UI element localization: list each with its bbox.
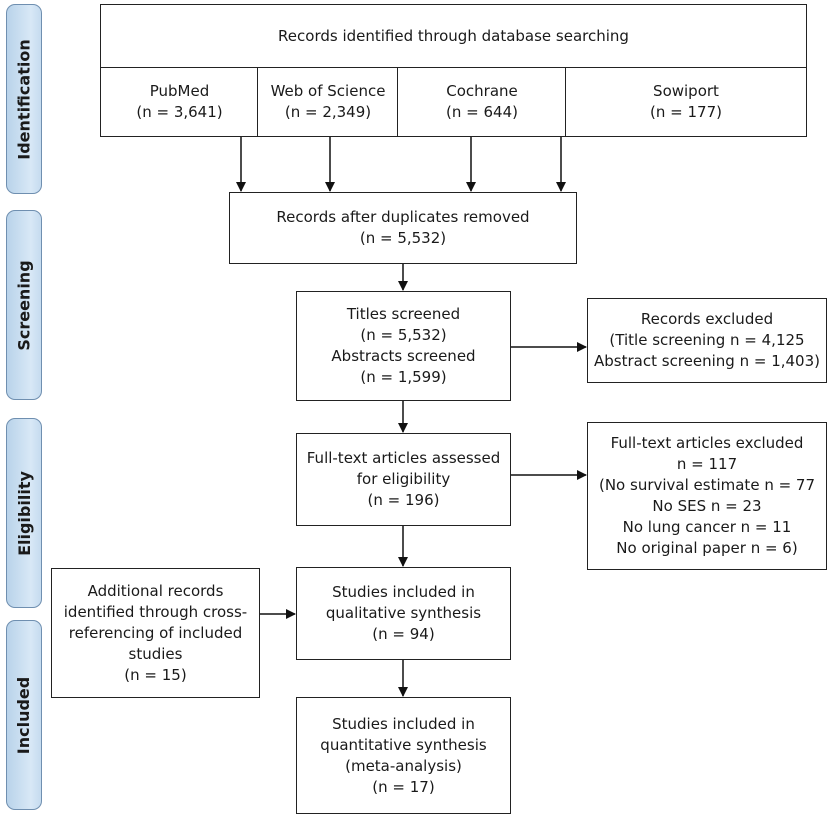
quantitative-synthesis-box: Studies included in quantitative synthes… bbox=[296, 697, 511, 814]
additional-text-4: studies bbox=[128, 644, 183, 663]
no-original-paper: No original paper n = 6) bbox=[616, 539, 798, 557]
identification-header: Records identified through database sear… bbox=[278, 27, 629, 45]
source-count: (n = 177) bbox=[650, 103, 722, 121]
additional-text-3: referencing of included bbox=[68, 623, 243, 642]
additional-records-box: Additional records identified through cr… bbox=[51, 568, 260, 698]
source-box-cochrane: Cochrane (n = 644) bbox=[397, 67, 567, 137]
quantitative-text-2: quantitative synthesis bbox=[320, 735, 487, 754]
stage-included: Included bbox=[6, 620, 42, 810]
additional-text-2: identified through cross- bbox=[63, 602, 248, 621]
source-count: (n = 2,349) bbox=[284, 103, 372, 121]
source-box-web-of-science: Web of Science (n = 2,349) bbox=[257, 67, 399, 137]
fulltext-count: (n = 196) bbox=[367, 491, 440, 509]
no-lung-cancer: No lung cancer n = 11 bbox=[622, 518, 792, 536]
fulltext-text-1: Full-text articles assessed bbox=[306, 449, 501, 467]
fulltext-excluded-count: n = 117 bbox=[676, 455, 738, 473]
additional-text-1: Additional records bbox=[87, 581, 224, 600]
title-screening-excluded: (Title screening n = 4,125 bbox=[609, 331, 805, 349]
screened-box: Titles screened (n = 5,532) Abstracts sc… bbox=[296, 291, 511, 401]
source-name: Web of Science bbox=[270, 82, 386, 100]
fulltext-excluded-box: Full-text articles excluded n = 117 (No … bbox=[587, 422, 827, 570]
records-excluded-title: Records excluded bbox=[640, 310, 774, 328]
quantitative-text-3: (meta-analysis) bbox=[345, 756, 462, 775]
titles-screened-count: (n = 5,532) bbox=[360, 326, 447, 344]
duplicates-removed-box: Records after duplicates removed (n = 5,… bbox=[229, 192, 577, 264]
additional-count: (n = 15) bbox=[124, 665, 187, 684]
qualitative-text-1: Studies included in bbox=[332, 583, 475, 601]
no-survival-estimate: (No survival estimate n = 77 bbox=[598, 476, 816, 494]
quantitative-text-1: Studies included in bbox=[332, 714, 475, 733]
fulltext-text-2: for eligibility bbox=[356, 470, 451, 488]
no-ses: No SES n = 23 bbox=[652, 497, 762, 515]
quantitative-count: (n = 17) bbox=[372, 777, 435, 796]
identification-header-box: Records identified through database sear… bbox=[100, 4, 807, 69]
source-box-sowiport: Sowiport (n = 177) bbox=[565, 67, 807, 137]
stage-eligibility: Eligibility bbox=[6, 418, 42, 608]
qualitative-count: (n = 94) bbox=[372, 625, 435, 643]
abstracts-screened-count: (n = 1,599) bbox=[360, 368, 447, 386]
stage-screening: Screening bbox=[6, 210, 42, 400]
source-count: (n = 644) bbox=[446, 103, 518, 121]
source-name: PubMed bbox=[149, 82, 210, 100]
duplicates-count: (n = 5,532) bbox=[359, 229, 447, 247]
source-count: (n = 3,641) bbox=[136, 103, 223, 121]
stage-identification: Identification bbox=[6, 4, 42, 194]
source-box-pubmed: PubMed (n = 3,641) bbox=[100, 67, 259, 137]
source-name: Sowiport bbox=[653, 82, 719, 100]
abstracts-screened-text: Abstracts screened bbox=[331, 347, 476, 365]
source-name: Cochrane bbox=[446, 82, 518, 100]
abstract-screening-excluded: Abstract screening n = 1,403) bbox=[594, 352, 820, 370]
fulltext-excluded-title: Full-text articles excluded bbox=[610, 434, 804, 452]
records-excluded-box: Records excluded (Title screening n = 4,… bbox=[587, 298, 827, 383]
titles-screened-text: Titles screened bbox=[346, 305, 461, 323]
qualitative-text-2: qualitative synthesis bbox=[325, 604, 482, 622]
duplicates-text: Records after duplicates removed bbox=[276, 208, 530, 226]
fulltext-assessed-box: Full-text articles assessed for eligibil… bbox=[296, 433, 511, 526]
qualitative-synthesis-box: Studies included in qualitative synthesi… bbox=[296, 567, 511, 660]
